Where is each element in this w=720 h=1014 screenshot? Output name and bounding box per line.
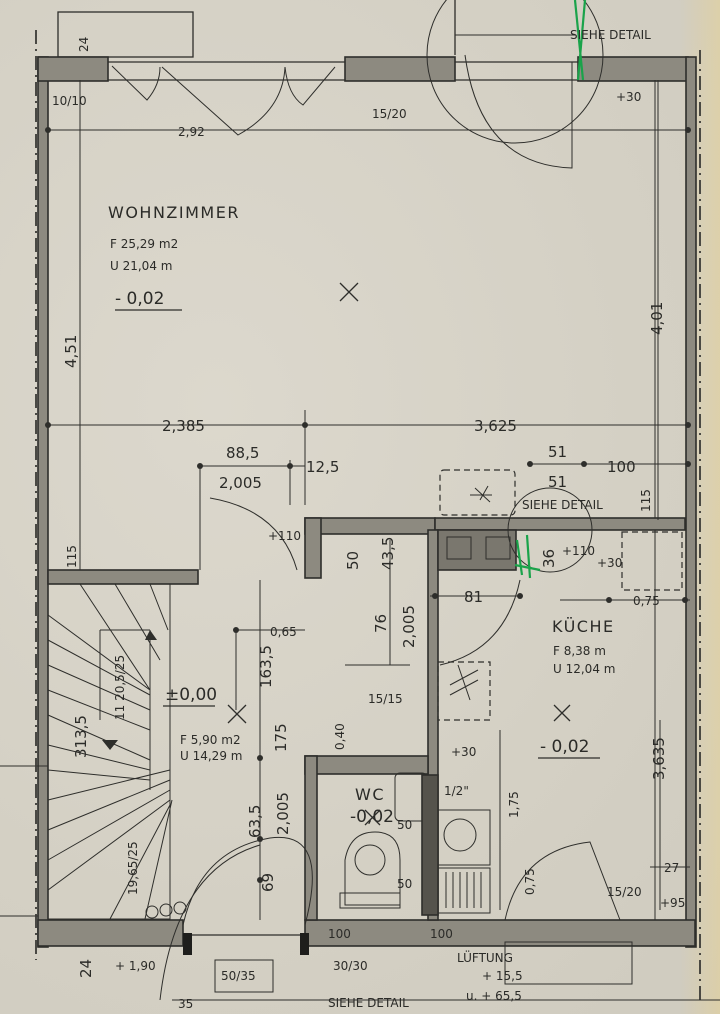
- svg-text:1,75: 1,75: [507, 791, 521, 818]
- siehe-detail-mid: SIEHE DETAIL: [522, 498, 603, 512]
- svg-text:1/2": 1/2": [444, 784, 469, 798]
- svg-text:50: 50: [344, 551, 362, 570]
- svg-text:3,625: 3,625: [474, 417, 517, 435]
- lueftung-label: LÜFTUNG: [457, 949, 513, 965]
- svg-text:51: 51: [548, 473, 567, 491]
- svg-text:100: 100: [607, 458, 636, 476]
- lueftung-height-1: + 15,5: [482, 969, 523, 983]
- kueche-area: F 8,38 m: [553, 644, 606, 658]
- outer-walls: [37, 56, 697, 948]
- svg-text:+30: +30: [597, 556, 622, 570]
- svg-text:27: 27: [664, 861, 679, 875]
- balcony-outline: [57, 11, 194, 58]
- svg-text:2,92: 2,92: [178, 125, 205, 139]
- svg-text:24: 24: [77, 959, 95, 978]
- dimension-labels: 24 10/10 2,92 15/20 +30 4,51 4,01 2,385 …: [52, 37, 685, 1011]
- kueche-perimeter: U 12,04 m: [553, 662, 615, 676]
- svg-text:51: 51: [548, 443, 567, 461]
- svg-text:+ 1,90: + 1,90: [115, 959, 156, 973]
- svg-text:4,01: 4,01: [648, 302, 666, 335]
- svg-text:50/35: 50/35: [221, 969, 256, 983]
- svg-text:36: 36: [540, 549, 558, 568]
- wohnzimmer-level: - 0,02: [115, 289, 164, 309]
- svg-text:100: 100: [328, 927, 351, 941]
- svg-text:81: 81: [464, 588, 483, 606]
- svg-text:15/15: 15/15: [368, 692, 403, 706]
- inner-walls: [47, 517, 686, 921]
- wohnzimmer-area: F 25,29 m2: [110, 237, 178, 251]
- svg-text:175: 175: [272, 723, 290, 752]
- kueche-level: - 0,02: [540, 737, 589, 757]
- detail-circle-mid: [507, 487, 593, 573]
- svg-text:+95: +95: [660, 896, 685, 910]
- room-label-wohnzimmer: WOHNZIMMER: [108, 203, 240, 222]
- svg-text:88,5: 88,5: [226, 444, 259, 462]
- svg-text:0,65: 0,65: [270, 625, 297, 639]
- staircase: [47, 583, 187, 920]
- flur-area: F 5,90 m2: [180, 733, 241, 747]
- svg-text:100: 100: [430, 927, 453, 941]
- room-label-kueche: KÜCHE: [552, 617, 615, 636]
- wc-level: -0,02: [350, 807, 394, 827]
- siehe-detail-top: SIEHE DETAIL: [570, 28, 651, 42]
- flur-level: ±0,00: [165, 685, 217, 705]
- green-correction-mark: [573, 0, 587, 81]
- room-label-wc: WC: [355, 785, 385, 804]
- svg-text:15/20: 15/20: [372, 107, 407, 121]
- svg-text:35: 35: [178, 997, 193, 1011]
- svg-text:4,51: 4,51: [62, 335, 80, 368]
- dimension-lines: [0, 80, 691, 920]
- svg-text:115: 115: [639, 489, 653, 512]
- svg-text:15/20: 15/20: [607, 885, 642, 899]
- svg-text:50: 50: [397, 877, 412, 891]
- svg-text:313,5: 313,5: [72, 715, 90, 758]
- svg-text:24: 24: [77, 37, 91, 52]
- svg-text:30/30: 30/30: [333, 959, 368, 973]
- svg-text:2,005: 2,005: [274, 792, 292, 835]
- svg-text:2,005: 2,005: [400, 605, 418, 648]
- svg-text:19,65/25: 19,65/25: [126, 841, 140, 895]
- svg-text:10/10: 10/10: [52, 94, 87, 108]
- svg-text:2,385: 2,385: [162, 417, 205, 435]
- svg-text:0,75: 0,75: [633, 594, 660, 608]
- wc-fixtures: [339, 772, 491, 916]
- wohnzimmer-perimeter: U 21,04 m: [110, 259, 172, 273]
- svg-text:76: 76: [372, 614, 390, 633]
- siehe-detail-bottom: SIEHE DETAIL: [328, 996, 409, 1010]
- detail-circle-top: [426, 0, 604, 144]
- svg-text:+30: +30: [451, 745, 476, 759]
- svg-text:115: 115: [65, 545, 79, 568]
- lueftung-height-2: u. + 65,5: [466, 989, 522, 1003]
- svg-text:11 20,5/25: 11 20,5/25: [113, 655, 127, 720]
- flur-perimeter: U 14,29 m: [180, 749, 242, 763]
- svg-text:3,635: 3,635: [650, 737, 668, 780]
- svg-text:163,5: 163,5: [257, 645, 275, 688]
- svg-text:50: 50: [397, 818, 412, 832]
- svg-text:0,75: 0,75: [523, 868, 537, 895]
- svg-text:+30: +30: [616, 90, 641, 104]
- svg-text:63,5: 63,5: [246, 805, 264, 838]
- svg-text:+110: +110: [562, 544, 595, 558]
- svg-text:0,40: 0,40: [333, 723, 347, 750]
- svg-text:+110: +110: [268, 529, 301, 543]
- svg-text:2,005: 2,005: [219, 474, 262, 492]
- svg-text:12,5: 12,5: [306, 458, 339, 476]
- svg-text:69: 69: [259, 873, 277, 892]
- svg-text:43,5: 43,5: [379, 537, 397, 570]
